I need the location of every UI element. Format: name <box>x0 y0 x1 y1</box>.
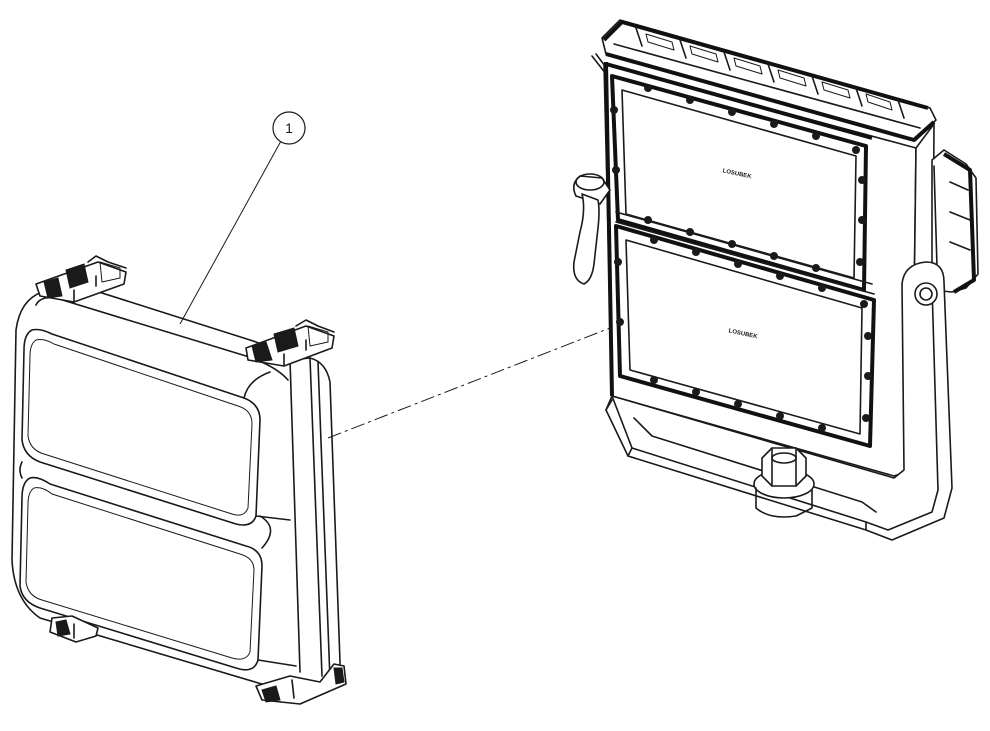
top-right-clip <box>245 319 335 367</box>
heat-sink-fins <box>601 19 937 142</box>
upper-lens-pane-inner <box>27 339 253 516</box>
pivot-bolt <box>914 282 938 306</box>
callout-leader-line <box>179 140 282 325</box>
mounting-nut <box>753 447 815 518</box>
housing-edge-top <box>605 62 873 140</box>
lower-lens-pane-inner <box>25 487 255 660</box>
lens-cover-top-edge <box>35 296 289 381</box>
bottom-right-clip <box>255 663 347 705</box>
housing-edge-left <box>604 61 614 397</box>
upper-lens-pane <box>21 328 261 526</box>
callout-label: 1 <box>285 120 293 136</box>
corner-bevel <box>243 371 297 667</box>
top-left-clip <box>35 255 127 303</box>
floodlight-fixture: LOSUBEK LOSUBEK <box>572 19 979 541</box>
center-rib <box>19 461 272 549</box>
mounting-yoke <box>605 261 953 541</box>
panel-divider <box>615 211 875 295</box>
lower-lens-pane <box>19 476 263 671</box>
callout-1: 1 <box>179 111 306 325</box>
lens-cover-side-edge <box>289 357 331 681</box>
lens-cover-assembly <box>11 255 347 705</box>
bottom-left-clip <box>49 615 99 643</box>
tilt-adjustment-handle <box>572 173 611 285</box>
side-connector-box <box>931 149 979 301</box>
callout-balloon <box>272 111 306 145</box>
